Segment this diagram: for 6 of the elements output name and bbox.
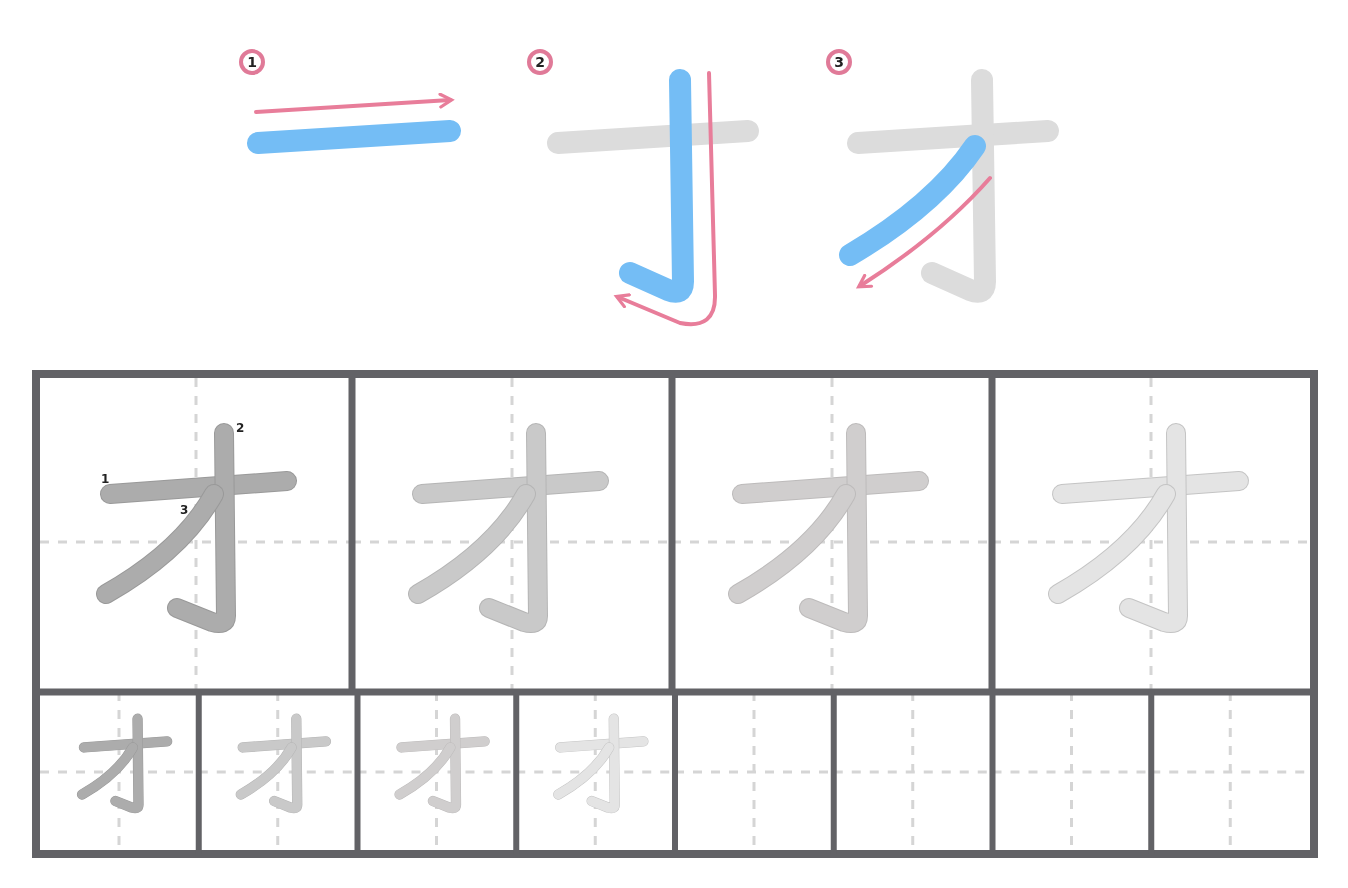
stroke-number: 2 — [236, 422, 245, 434]
stroke-number: 1 — [101, 473, 110, 485]
step-number: 1 — [239, 49, 265, 75]
step-number: 3 — [826, 49, 852, 75]
stroke-number: 3 — [180, 504, 189, 516]
step-number: 2 — [527, 49, 553, 75]
